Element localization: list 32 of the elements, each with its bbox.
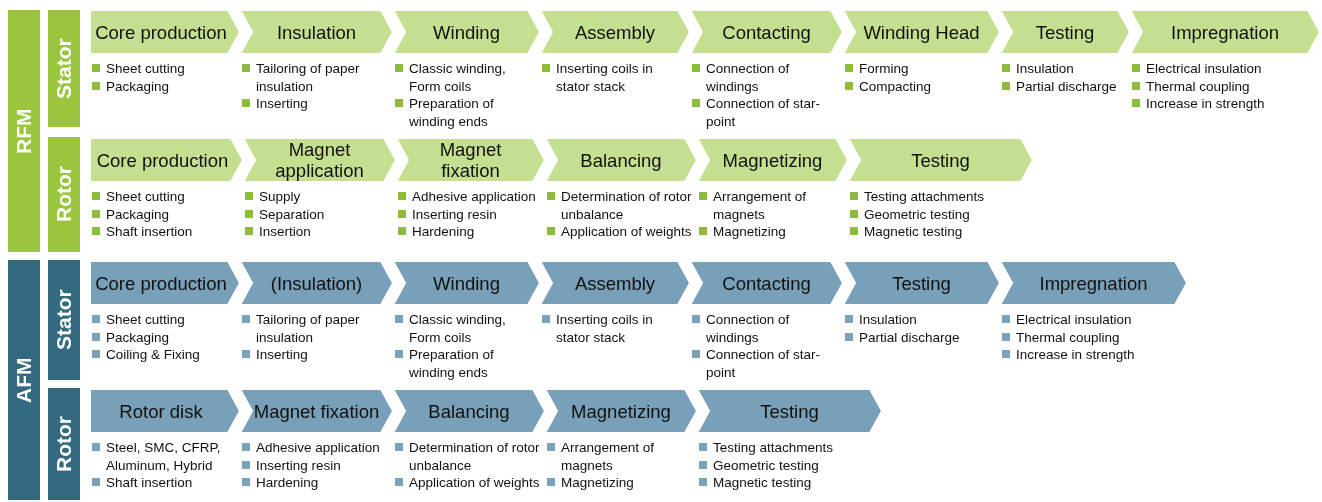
process-step: Rotor disk (90, 389, 240, 433)
process-step: Contacting (690, 10, 843, 54)
process-step: Testing (1000, 10, 1130, 54)
process-step: Assembly (540, 10, 690, 54)
process-step: Core production (90, 138, 243, 182)
process-step: (Insulation) (240, 261, 393, 305)
process-step: Contacting (690, 261, 843, 305)
category-band: AFM (8, 260, 40, 500)
process-step: Core production (90, 261, 240, 305)
process-step: Winding (393, 10, 540, 54)
process-step: Winding (393, 261, 540, 305)
process-step: Impregnation (1130, 10, 1320, 54)
process-step: Magnet fixation (396, 138, 545, 182)
process-step: Magnetizing (697, 138, 848, 182)
process-step: Testing (843, 261, 1000, 305)
process-step: Magnet application (243, 138, 396, 182)
process-step: Winding Head (843, 10, 1000, 54)
process-step: Assembly (540, 261, 690, 305)
process-step: Magnetizing (545, 389, 697, 433)
process-step: Testing (848, 138, 1033, 182)
process-step: Balancing (545, 138, 697, 182)
category-band: Stator (48, 10, 80, 127)
process-step: Insulation (240, 10, 393, 54)
category-band: Rotor (48, 137, 80, 252)
process-step: Impregnation (1000, 261, 1187, 305)
process-step: Balancing (393, 389, 545, 433)
process-step: Core production (90, 10, 240, 54)
process-step: Magnet fixation (240, 389, 393, 433)
process-step: Testing (697, 389, 882, 433)
category-band: Rotor (48, 388, 80, 500)
category-band: RFM (8, 10, 40, 252)
category-band: Stator (48, 260, 80, 380)
